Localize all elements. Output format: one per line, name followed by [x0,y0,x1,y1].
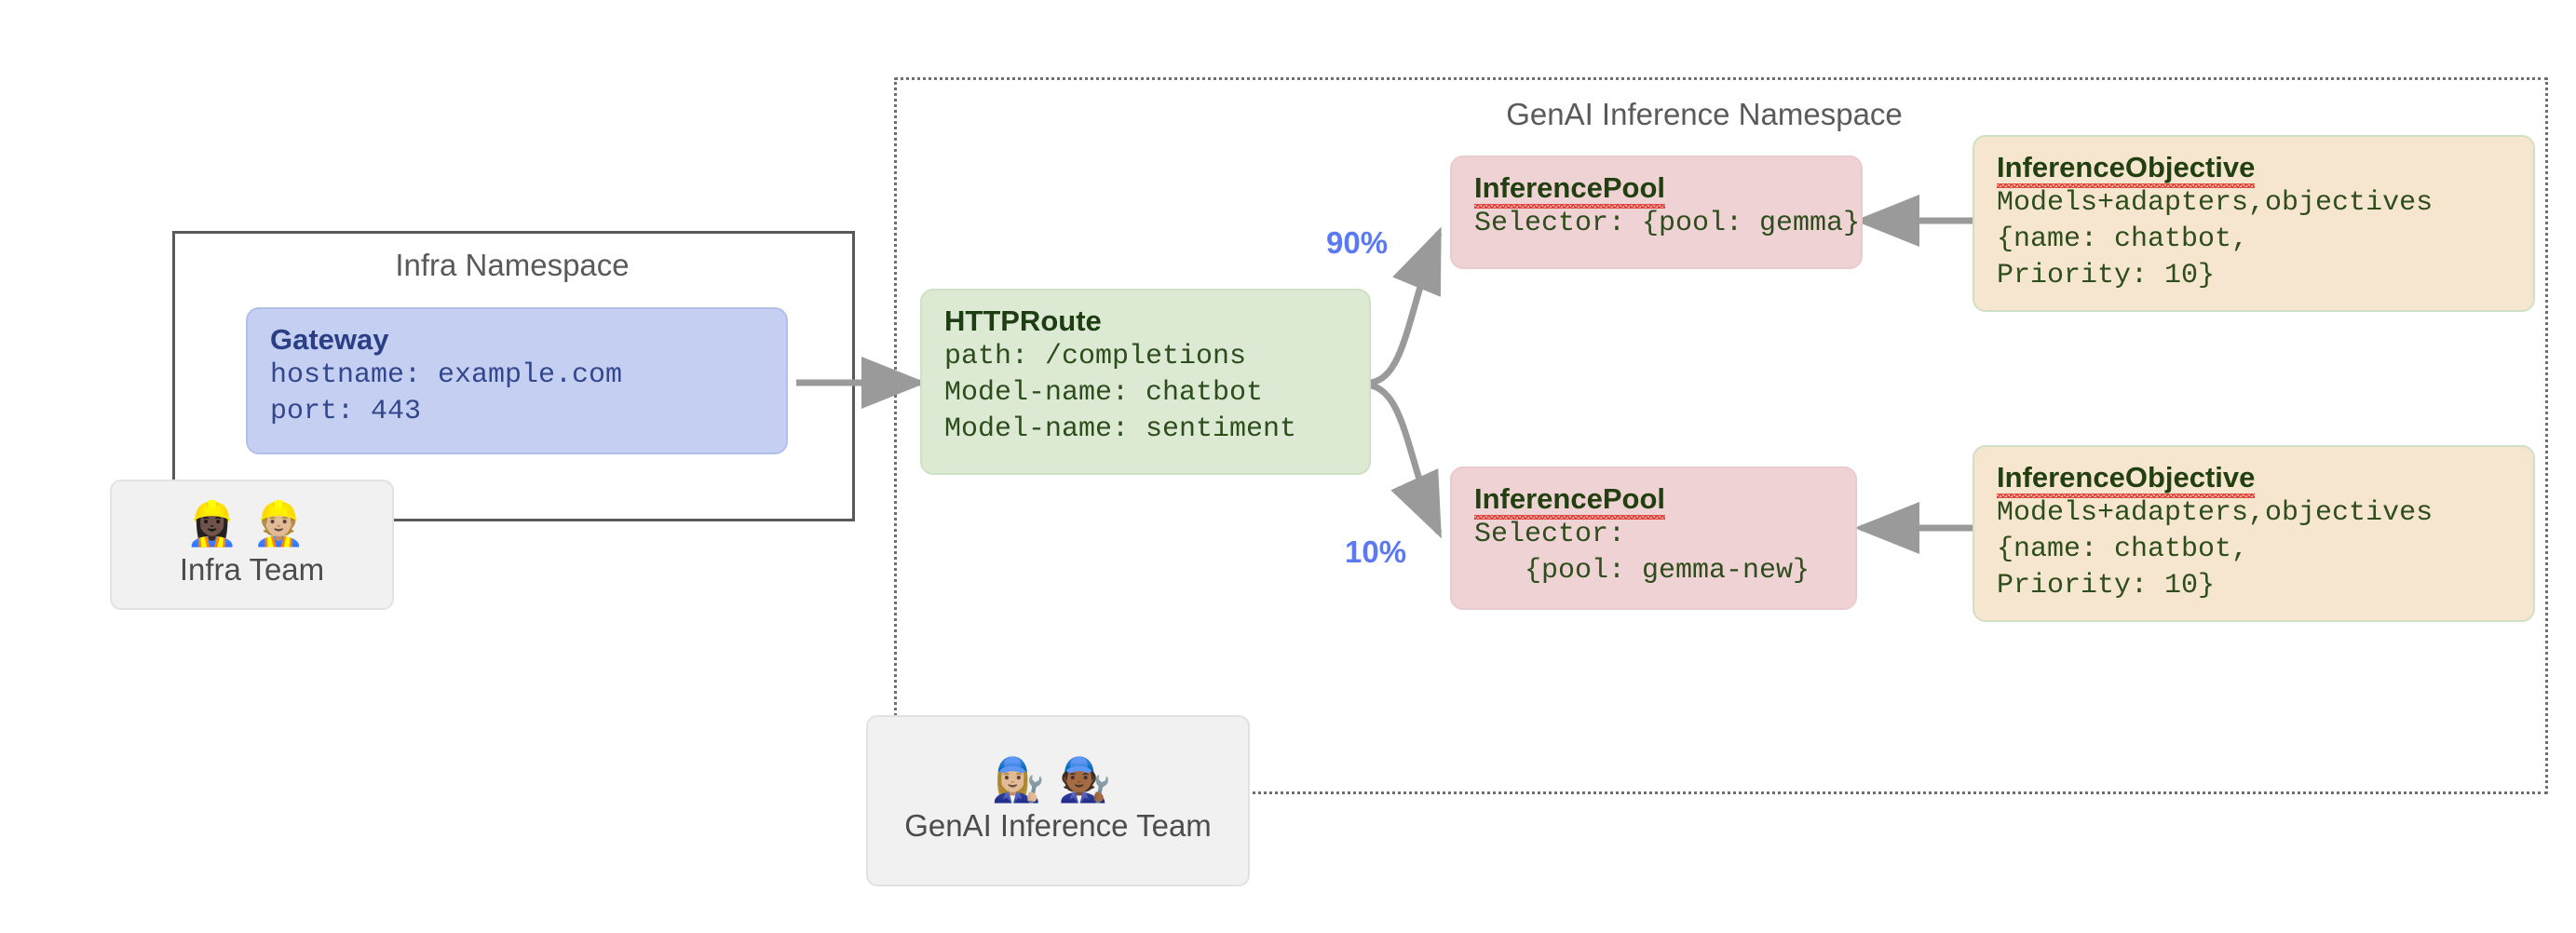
inferenceobjective-card-1[interactable]: InferenceObjective Models+adapters,objec… [1973,135,2535,312]
inferencepool-gemma-selector-line: Selector: {pool: gemma} [1474,207,1861,239]
httproute-card-title: HTTPRoute [944,304,1102,337]
weight-label-10: 10% [1345,534,1407,569]
genai-inference-team-avatar-icon: 👩🏼‍🔧🧑🏾‍🔧 [991,754,1125,805]
httproute-model-name-chatbot-line: Model-name: chatbot [944,376,1264,409]
genai-inference-namespace-boundary [894,77,2548,794]
genai-inference-namespace-title: GenAI Inference Namespace [1506,97,1903,131]
weight-label-90: 90% [1326,225,1389,260]
gateway-card-title: Gateway [270,323,389,356]
inferencepool-gemma-new-selector-value-line: {pool: gemma-new} [1474,554,1810,587]
httproute-card[interactable]: HTTPRoute path: /completions Model-name:… [920,289,1371,475]
genai-inference-team-label: GenAI Inference Team [904,808,1212,843]
inferencepool-gemma-new-selector-line: Selector: [1474,518,1626,550]
gateway-hostname-line: hostname: example.com [270,358,623,391]
inferenceobjective-2-priority-line: Priority: 10} [1997,569,2216,602]
gateway-card[interactable]: Gateway hostname: example.com port: 443 [246,307,788,454]
inferenceobjective-1-title: InferenceObjective [1997,151,2256,188]
gateway-port-line: port: 443 [270,395,422,427]
inferencepool-card-gemma[interactable]: InferencePool Selector: {pool: gemma} [1450,156,1863,269]
inferenceobjective-1-models-line: Models+adapters,objectives [1997,186,2434,219]
httproute-path-line: path: /completions [944,340,1247,372]
inferenceobjective-1-priority-line: Priority: 10} [1997,259,2216,291]
inferenceobjective-card-2[interactable]: InferenceObjective Models+adapters,objec… [1973,445,2535,622]
inferencepool-gemma-new-title: InferencePool [1474,482,1665,520]
infra-team-label: Infra Team [179,552,325,587]
inferenceobjective-2-name-line: {name: chatbot, [1997,533,2249,565]
infra-namespace-title: Infra Namespace [395,248,630,282]
inferenceobjective-2-title: InferenceObjective [1997,461,2256,498]
inferenceobjective-1-name-line: {name: chatbot, [1997,223,2249,255]
inferenceobjective-2-models-line: Models+adapters,objectives [1997,496,2434,529]
httproute-model-name-sentiment-line: Model-name: sentiment [944,412,1297,445]
infra-team-avatar-icon: 👷🏿‍♀️👷🏼 [185,498,319,548]
inferencepool-card-gemma-new[interactable]: InferencePool Selector: {pool: gemma-new… [1450,466,1857,610]
inferencepool-gemma-title: InferencePool [1474,171,1665,209]
genai-inference-team-card[interactable]: 👩🏼‍🔧🧑🏾‍🔧 GenAI Inference Team [866,715,1250,886]
infra-team-card[interactable]: 👷🏿‍♀️👷🏼 Infra Team [110,480,394,610]
